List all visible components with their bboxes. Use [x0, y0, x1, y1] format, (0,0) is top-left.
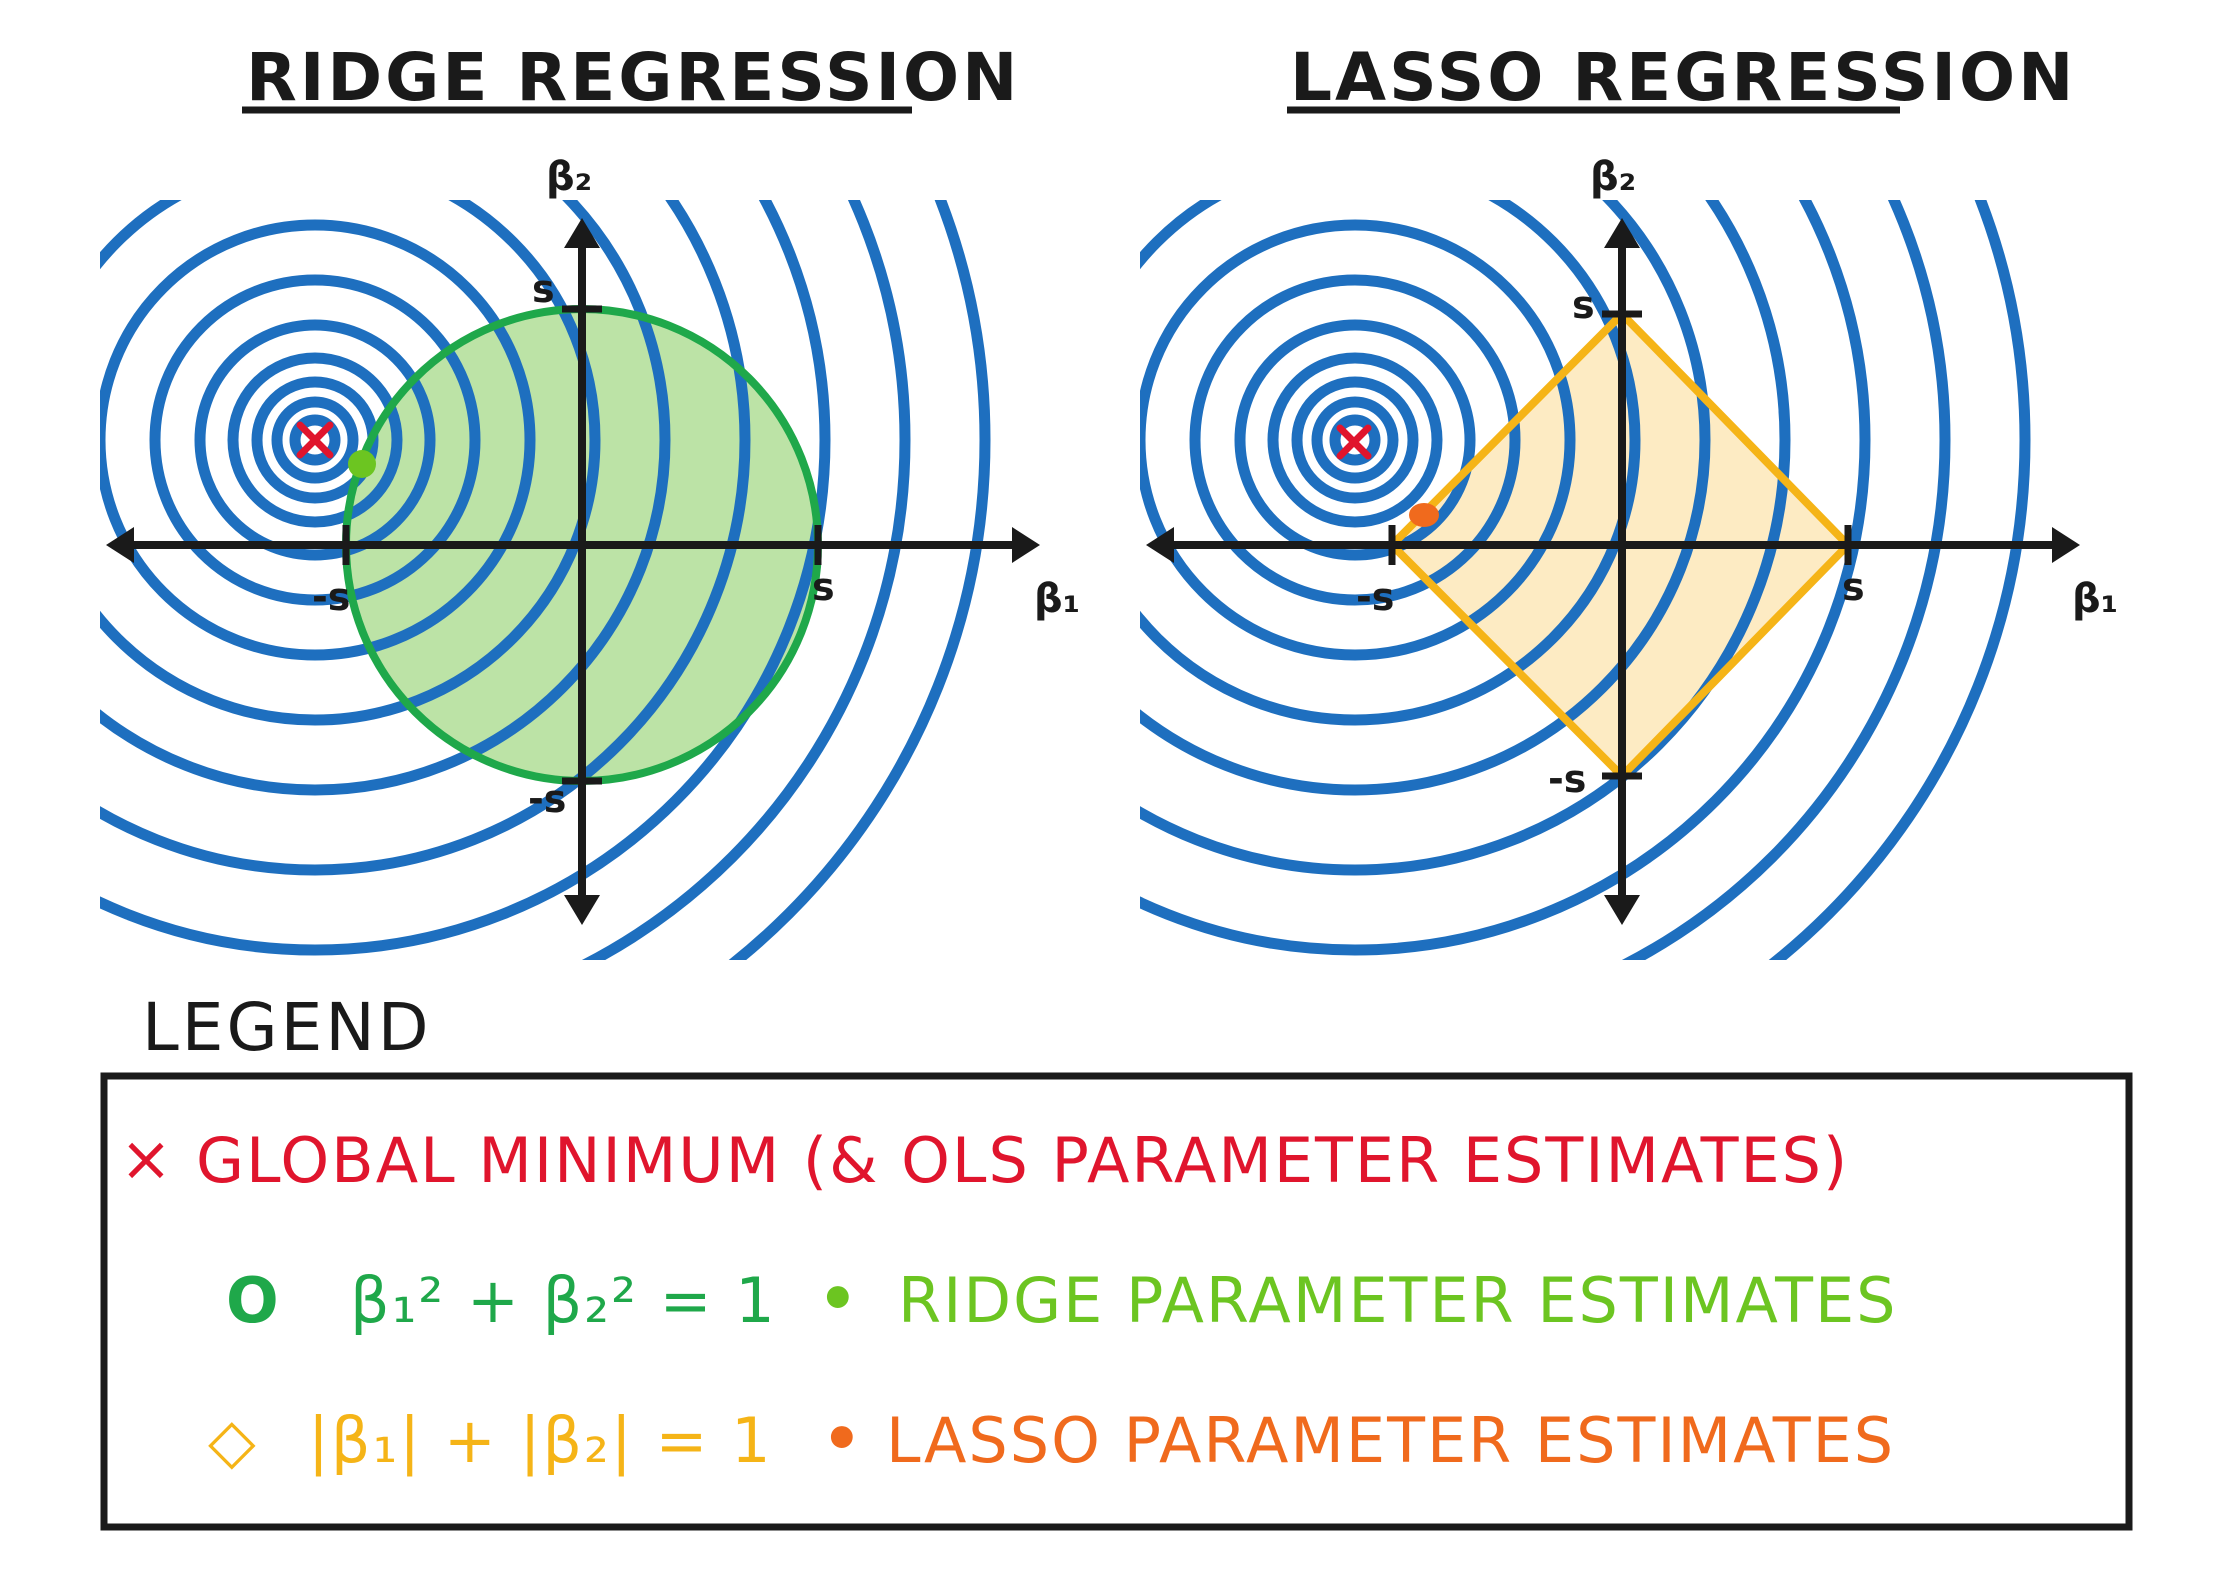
legend-symbol-lasso-constraint: ◇ [208, 1404, 258, 1477]
ridge-y-arrow-down [564, 895, 600, 925]
ridge-global-minimum-marker [296, 421, 334, 459]
lasso-tick-pos-y: s [1572, 283, 1595, 327]
legend-text-lasso-estimates: LASSO PARAMETER ESTIMATES [886, 1404, 1895, 1477]
ridge-x-axis-label: β₁ [1034, 576, 1080, 622]
ridge-tick-pos-x: s [812, 565, 835, 609]
legend-text-lasso-constraint: |β₁| + |β₂| = 1 [308, 1404, 773, 1478]
legend-box [100, 1072, 2133, 1531]
ridge-x-arrow-left [106, 527, 134, 563]
legend-symbol-lasso-estimates: • [822, 1402, 864, 1475]
lasso-tick-neg-y: -s [1548, 757, 1586, 801]
legend-symbol-ridge-estimates: • [818, 1262, 860, 1335]
lasso-y-arrow-down [1604, 895, 1640, 925]
ridge-y-arrow-up [564, 218, 600, 248]
legend-text-ridge-constraint: β₁² + β₂² = 1 [350, 1264, 777, 1337]
legend-item-global-minimum: × GLOBAL MINIMUM (& OLS PARAMETER ESTIMA… [120, 1122, 1849, 1197]
lasso-x-axis-label: β₁ [2072, 576, 2118, 622]
legend-item-lasso-estimates: • LASSO PARAMETER ESTIMATES [822, 1402, 1895, 1477]
lasso-contours [1140, 200, 2031, 960]
ridge-tick-pos-y: s [532, 267, 555, 311]
legend-text-global-minimum: GLOBAL MINIMUM (& OLS PARAMETER ESTIMATE… [196, 1124, 1849, 1197]
lasso-y-axis-label: β₂ [1590, 154, 1636, 200]
lasso-x-arrow-right [2052, 527, 2080, 563]
lasso-x-arrow-left [1146, 527, 1174, 563]
lasso-tick-pos-x: s [1842, 565, 1865, 609]
legend-item-ridge-constraint: O β₁² + β₂² = 1 [226, 1264, 777, 1337]
legend-text-ridge-estimates: RIDGE PARAMETER ESTIMATES [898, 1264, 1898, 1337]
ridge-estimate-dot [348, 450, 376, 478]
legend: LEGEND × GLOBAL MINIMUM (& OLS PARAMETER… [100, 989, 2133, 1531]
legend-title: LEGEND [142, 989, 432, 1066]
lasso-estimate-dot [1409, 503, 1439, 527]
lasso-global-minimum-marker [1336, 424, 1372, 460]
ridge-x-arrow-right [1012, 527, 1040, 563]
ridge-contours [100, 200, 991, 960]
legend-item-ridge-estimates: • RIDGE PARAMETER ESTIMATES [818, 1262, 1898, 1337]
legend-symbol-global-minimum: × [120, 1122, 174, 1195]
legend-item-lasso-constraint: ◇ |β₁| + |β₂| = 1 [208, 1404, 773, 1478]
lasso-panel: LASSO REGRESSION [1140, 39, 2118, 960]
lasso-title: LASSO REGRESSION [1290, 39, 2076, 116]
lasso-tick-neg-x: -s [1356, 575, 1394, 619]
ridge-y-axis-label: β₂ [546, 154, 592, 200]
ridge-tick-neg-y: -s [528, 777, 566, 821]
legend-symbol-ridge-constraint: O [226, 1264, 281, 1337]
lasso-y-arrow-up [1604, 218, 1640, 248]
ridge-tick-neg-x: -s [312, 575, 350, 619]
ridge-panel: RIDGE REGRESSION [100, 39, 1080, 960]
ridge-title: RIDGE REGRESSION [246, 39, 1020, 116]
